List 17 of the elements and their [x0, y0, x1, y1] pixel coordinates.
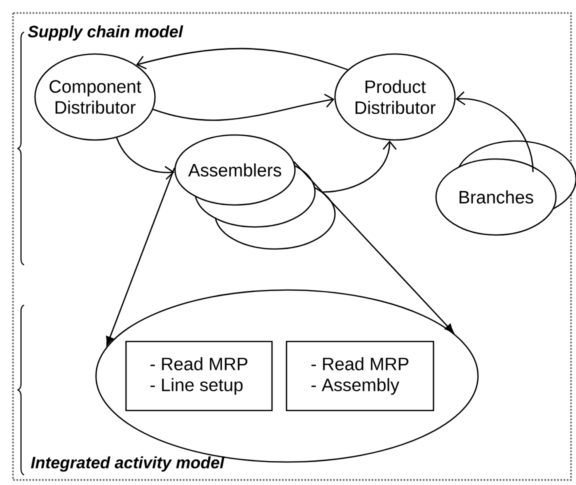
arrow — [456, 91, 534, 172]
arrow — [294, 161, 454, 333]
node-label: Assemblers — [188, 163, 282, 177]
stacked-ellipses: Branches — [435, 140, 576, 236]
section-title: Integrated activity model — [30, 456, 225, 472]
arrow — [322, 140, 397, 193]
ellipse-node: Component Distributor — [34, 53, 156, 141]
arrow — [136, 48, 348, 70]
process-box: - Read MRP - Assembly — [286, 340, 434, 412]
process-box: - Read MRP - Line setup — [125, 340, 273, 412]
arrow — [152, 94, 334, 121]
stacked-ellipses: Assemblers — [174, 134, 336, 250]
node-label: Branches — [460, 190, 534, 204]
arrow — [106, 168, 176, 346]
ellipse-node: Product Distributor — [334, 53, 456, 141]
section-title: Supply chain model — [28, 25, 184, 41]
arrow — [116, 138, 174, 180]
